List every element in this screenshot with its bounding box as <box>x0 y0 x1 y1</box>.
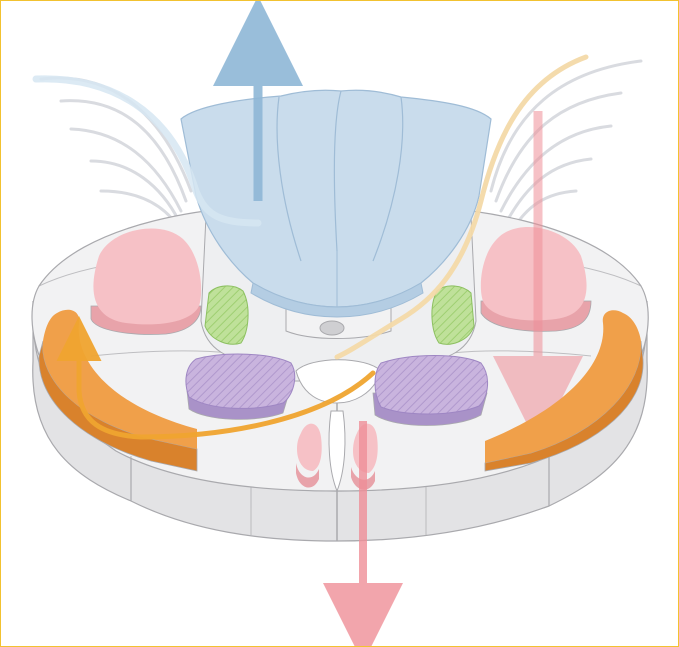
dorsal-horn-left <box>205 286 248 344</box>
ventral-horn-left <box>186 354 295 419</box>
dorsal-horn-right <box>432 286 474 344</box>
left-nerve-rootlets <box>41 78 191 231</box>
right-nerve-rootlets <box>491 61 641 233</box>
ventral-horn-right <box>373 356 488 426</box>
lateral-corticospinal-tract-left <box>91 228 201 334</box>
central-canal <box>320 321 344 335</box>
